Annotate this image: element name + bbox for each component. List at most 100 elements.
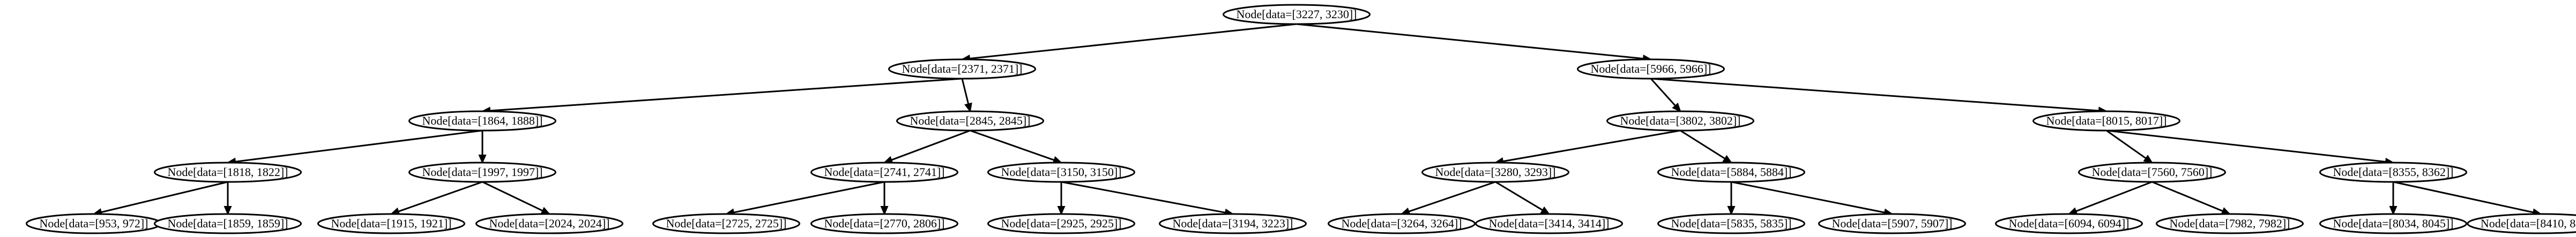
tree-edge (390, 181, 483, 216)
edge-line (969, 23, 1297, 60)
tree-edge (1680, 129, 1733, 164)
node-label: Node[data=[953, 972]] (39, 217, 148, 230)
node-ellipse (1421, 162, 1570, 183)
tree-node: Node[data=[2024, 2024]] (475, 213, 624, 234)
node-label: Node[data=[3264, 3264]] (1341, 217, 1462, 230)
tree-node: Node[data=[7560, 7560]] (2078, 162, 2227, 183)
edge-line (398, 181, 483, 212)
node-ellipse (408, 162, 557, 183)
arrowhead-icon (1057, 206, 1066, 216)
edge-line (2106, 129, 2386, 163)
node-ellipse (153, 213, 302, 234)
node-ellipse (896, 110, 1045, 132)
node-label: Node[data=[2770, 2806]] (824, 217, 944, 230)
arrowhead-icon (1727, 206, 1736, 216)
tree-edge (2389, 182, 2398, 216)
arrowhead-icon (2389, 206, 2398, 216)
node-label: Node[data=[5884, 5884]] (1671, 165, 1791, 179)
tree-edge (883, 129, 971, 164)
tree-node: Node[data=[3414, 3414]] (1475, 213, 1624, 234)
edge-line (1731, 181, 1885, 213)
tree-node: Node[data=[5835, 5835]] (1657, 213, 1806, 234)
tree-node: Node[data=[2925, 2925]] (987, 213, 1136, 234)
edge-line (733, 181, 885, 213)
node-ellipse (987, 213, 1136, 234)
tree-node: Node[data=[7982, 7982]] (2155, 213, 2304, 234)
edge-line (1680, 129, 1725, 159)
tree-edge (1494, 129, 1681, 165)
node-ellipse (2032, 110, 2181, 132)
tree-edge (224, 182, 232, 216)
edges-layer (92, 23, 2542, 217)
node-label: Node[data=[5835, 5835]] (1671, 217, 1791, 230)
nodes-layer: Node[data=[3227, 3230]] Node[data=[2371, … (25, 4, 2576, 234)
edge-line (101, 181, 228, 213)
arrowhead-icon (2143, 155, 2154, 164)
node-label: Node[data=[3280, 3293]] (1435, 165, 1555, 179)
node-ellipse (1327, 213, 1476, 234)
tree-node: Node[data=[8015, 8017]] (2032, 110, 2181, 132)
node-ellipse (1657, 162, 1806, 183)
tree-edge (482, 181, 551, 215)
tree-node: Node[data=[3280, 3293]] (1421, 162, 1570, 183)
tree-node: Node[data=[1997, 1997]] (408, 162, 557, 183)
tree-node: Node[data=[8034, 8045]] (2319, 213, 2468, 234)
node-label: Node[data=[2371, 2371]] (902, 62, 1022, 75)
node-label: Node[data=[8034, 8045]] (2333, 217, 2453, 230)
edge-line (235, 129, 483, 163)
edge-line (1296, 23, 1644, 60)
tree-edge (961, 23, 1297, 63)
node-label: Node[data=[7560, 7560]] (2091, 165, 2212, 179)
edge-line (482, 181, 544, 212)
node-label: Node[data=[8015, 8017]] (2046, 114, 2166, 127)
node-label: Node[data=[5907, 5907]] (1832, 217, 1952, 230)
arrowhead-icon (1672, 102, 1681, 112)
edge-line (1061, 181, 1226, 213)
node-ellipse (317, 213, 466, 234)
tree-node: Node[data=[3150, 3150]] (987, 162, 1136, 183)
edge-line (1408, 181, 1496, 212)
tree-node: Node[data=[5884, 5884]] (1657, 162, 1806, 183)
node-ellipse (810, 162, 959, 183)
tree-edge (92, 181, 228, 216)
node-label: Node[data=[8355, 8362]] (2333, 165, 2453, 179)
tree-node: Node[data=[953, 972]] (25, 213, 162, 234)
tree-edge (880, 182, 889, 216)
node-ellipse (2319, 162, 2468, 183)
tree-edge (1296, 23, 1652, 63)
tree-edge (226, 129, 483, 166)
tree-edge (478, 131, 487, 164)
node-label: Node[data=[3150, 3150]] (1001, 165, 1121, 179)
tree-node: Node[data=[2845, 2845]] (896, 110, 1045, 132)
node-ellipse (1222, 4, 1371, 25)
tree-node: Node[data=[2725, 2725]] (652, 213, 801, 234)
tree-node: Node[data=[3194, 3223]] (1158, 213, 1307, 234)
arrowhead-icon (964, 102, 972, 113)
arrowhead-icon (880, 206, 889, 216)
tree-node: Node[data=[3802, 3802]] (1606, 110, 1755, 132)
node-label: Node[data=[2725, 2725]] (666, 217, 786, 230)
node-ellipse (888, 58, 1037, 80)
node-ellipse (1657, 213, 1806, 234)
tree-node: Node[data=[2741, 2741]] (810, 162, 959, 183)
node-label: Node[data=[2024, 2024]] (489, 217, 609, 230)
arrowhead-icon (1540, 206, 1551, 215)
edge-line (970, 129, 1055, 161)
edge-line (2151, 181, 2223, 212)
arrowhead-icon (478, 155, 487, 164)
node-label: Node[data=[3227, 3230]] (1236, 7, 1357, 21)
tree-edge (2151, 181, 2231, 215)
tree-node: Node[data=[2371, 2371]] (888, 58, 1037, 80)
edge-line (1650, 78, 1676, 106)
tree-node: Node[data=[1864, 1888]] (408, 110, 557, 132)
tree-node: Node[data=[3227, 3230]] (1222, 4, 1371, 25)
node-ellipse (2467, 213, 2576, 234)
node-label: Node[data=[2845, 2845]] (910, 114, 1030, 127)
node-ellipse (1158, 213, 1307, 234)
tree-edge (1727, 182, 1736, 216)
node-label: Node[data=[1864, 1888]] (422, 114, 542, 127)
node-ellipse (2155, 213, 2304, 234)
node-ellipse (408, 110, 557, 132)
edge-line (891, 129, 971, 161)
tree-edge (1057, 182, 1066, 216)
